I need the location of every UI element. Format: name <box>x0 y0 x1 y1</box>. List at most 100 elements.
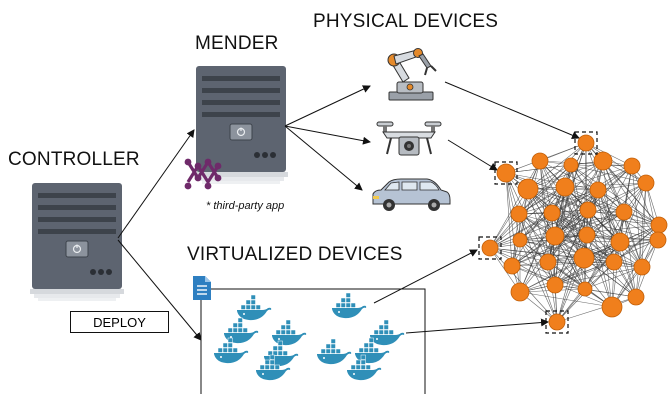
robot-arm-icon <box>387 48 437 101</box>
mender-server-icon <box>193 65 289 185</box>
network-node <box>555 177 575 197</box>
network-edge <box>587 182 647 211</box>
network-node <box>539 253 557 271</box>
drone-icon <box>376 121 442 156</box>
network-edge <box>527 188 585 259</box>
third-party-note: * third-party app <box>206 200 285 212</box>
network-edge <box>518 211 625 215</box>
network-edge <box>519 209 589 293</box>
network-edge <box>554 234 588 286</box>
network-edge <box>519 239 613 308</box>
network-node <box>610 232 630 252</box>
network-edge <box>619 241 637 298</box>
network-edge <box>489 188 529 249</box>
network-node <box>510 282 530 302</box>
network-edge <box>547 261 643 268</box>
network-node <box>579 201 597 219</box>
entry-node-highlight <box>574 131 598 155</box>
network-edge <box>519 257 585 293</box>
docker-whale-icon <box>213 292 405 381</box>
network-node <box>546 276 564 294</box>
network-edge <box>554 261 615 286</box>
network-edge <box>539 160 633 167</box>
network-edge <box>583 165 633 259</box>
network-edge <box>539 160 599 191</box>
network-edge <box>489 234 588 249</box>
network-edge <box>547 209 589 263</box>
network-edge <box>511 234 588 267</box>
network-edge <box>527 142 587 190</box>
network-edge <box>511 188 529 267</box>
network-node <box>563 157 579 173</box>
network-edge <box>583 257 637 298</box>
arrow-robot-to-network <box>444 81 580 139</box>
network-edge <box>570 164 647 184</box>
network-edge <box>584 288 637 298</box>
arrow-controller-to-mender <box>117 129 195 239</box>
network-edge <box>519 186 566 293</box>
network-edge <box>554 224 660 237</box>
network-node <box>577 134 595 152</box>
network-edge <box>554 235 659 241</box>
arrow-mender-to-robot <box>284 85 371 127</box>
connection-arrows <box>117 81 580 341</box>
network-edge <box>519 261 615 293</box>
network-edge <box>489 247 549 263</box>
network-edge <box>527 188 615 263</box>
network-edge <box>511 261 615 267</box>
network-edge <box>511 211 625 267</box>
network-node <box>601 296 623 318</box>
network-edge <box>518 213 558 323</box>
network-node <box>517 178 539 200</box>
arrow-controller-to-virtualized <box>117 239 202 341</box>
network-edge <box>556 296 637 323</box>
network-edge <box>505 172 589 211</box>
controller-server-icon <box>29 182 125 302</box>
network-edge <box>587 209 637 298</box>
network-edge <box>564 165 633 188</box>
network-edge <box>554 211 625 237</box>
virtualized-devices-label: VIRTUALIZED DEVICES <box>187 244 403 265</box>
network-node <box>503 257 521 275</box>
arrow-mender-to-drone <box>284 125 371 145</box>
network-edge <box>505 172 549 263</box>
network-node <box>573 247 595 269</box>
network-edge <box>519 239 558 323</box>
mender-logo-icon <box>184 158 222 190</box>
network-node <box>589 181 607 199</box>
network-edge <box>505 172 599 191</box>
arrow-drone-to-network <box>447 139 498 171</box>
network-edge <box>602 160 659 241</box>
network-node <box>510 205 528 223</box>
arrow-whale-to-network-left <box>373 249 478 304</box>
network-edge <box>489 186 566 249</box>
network-node <box>650 216 668 234</box>
network-edge <box>519 291 613 308</box>
network-edge <box>586 234 643 268</box>
network-edge <box>611 239 659 308</box>
network-edge <box>518 142 587 215</box>
network-node <box>627 288 645 306</box>
network-edge <box>527 188 625 213</box>
network-node <box>496 163 516 183</box>
network-edge <box>551 212 660 226</box>
network-node <box>543 204 561 222</box>
network-node <box>531 152 549 170</box>
physical-devices-label: PHYSICAL DEVICES <box>313 11 499 32</box>
network-edge <box>527 182 647 190</box>
car-icon <box>372 178 451 211</box>
controller-label: CONTROLLER <box>8 149 140 170</box>
network-edge <box>584 224 660 290</box>
entry-node-highlight <box>494 161 518 185</box>
arrow-mender-to-car <box>284 125 363 191</box>
network-edge <box>547 239 659 263</box>
network-edge <box>489 212 553 249</box>
network-node <box>633 258 651 276</box>
network-edge <box>489 189 599 249</box>
network-edge <box>519 241 621 293</box>
network-edge <box>564 186 660 226</box>
network-edge <box>586 234 613 308</box>
network-node <box>605 253 623 271</box>
network-node <box>623 157 641 175</box>
